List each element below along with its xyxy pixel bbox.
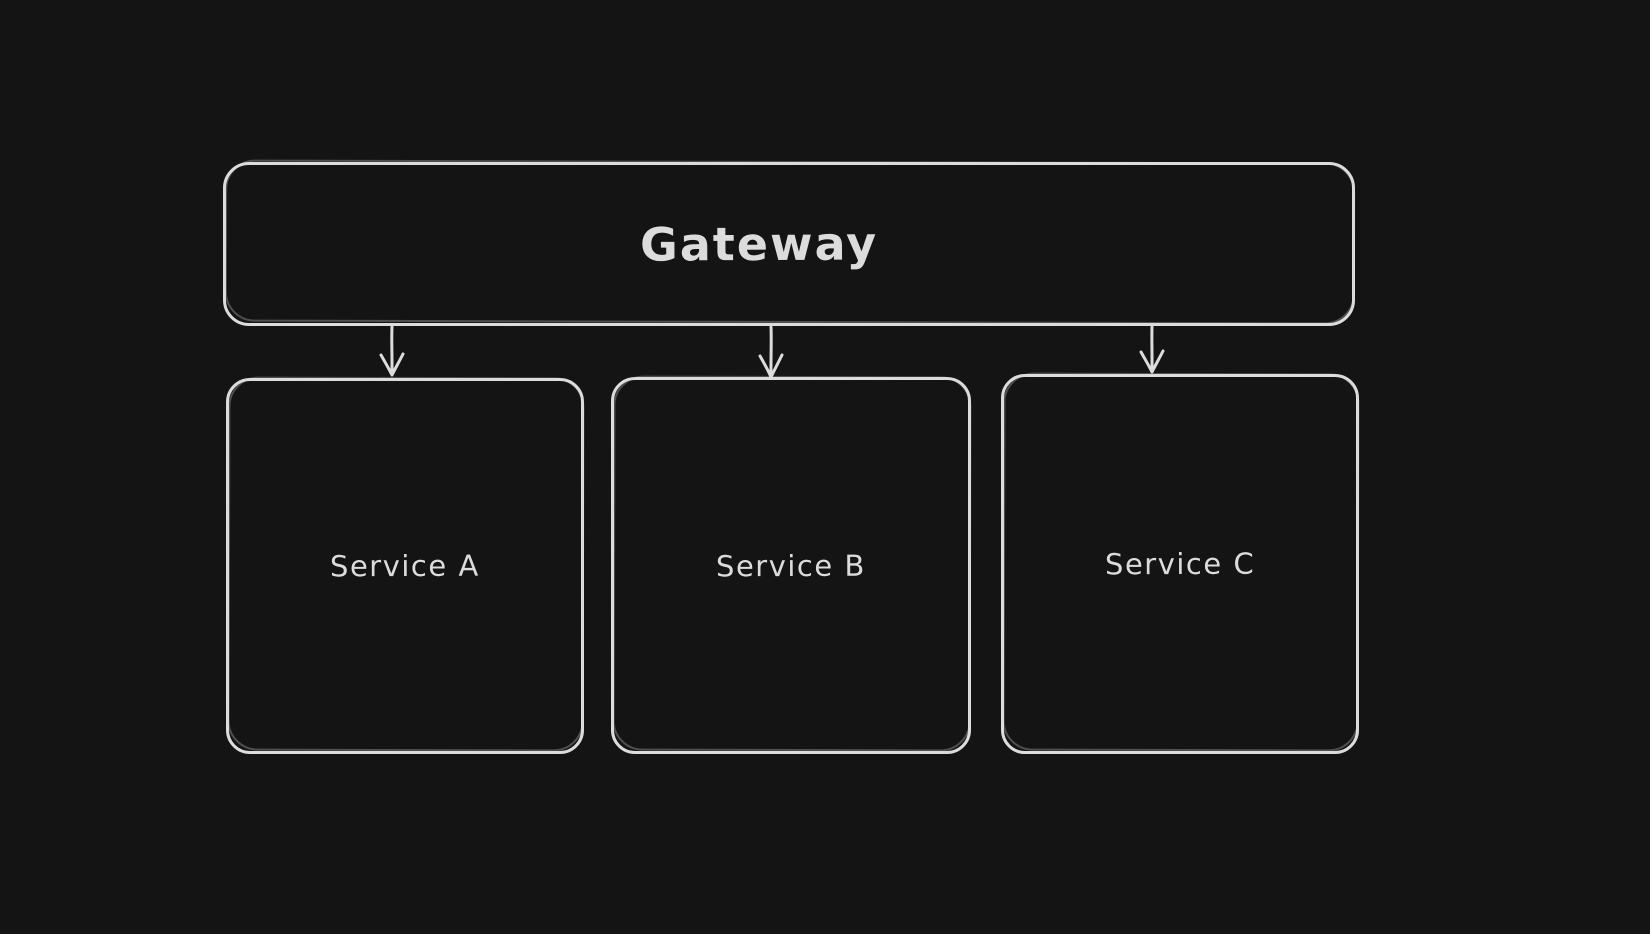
node-service-c[interactable]: Service C bbox=[1001, 374, 1359, 754]
node-service-b-label: Service B bbox=[716, 548, 866, 583]
arrowhead-icon bbox=[379, 352, 405, 377]
node-gateway-label: Gateway bbox=[639, 216, 879, 272]
node-gateway[interactable]: Gateway bbox=[223, 162, 1355, 326]
arrow-gateway-to-service-c[interactable] bbox=[1129, 325, 1175, 381]
node-service-a[interactable]: Service A bbox=[226, 378, 584, 754]
arrowhead-icon bbox=[1139, 349, 1165, 374]
node-service-b[interactable]: Service B bbox=[611, 377, 971, 754]
arrow-gateway-to-service-b[interactable] bbox=[748, 325, 794, 381]
node-service-c-label: Service C bbox=[1104, 546, 1256, 582]
node-service-a-label: Service A bbox=[330, 548, 480, 584]
arrow-gateway-to-service-a[interactable] bbox=[369, 325, 415, 381]
